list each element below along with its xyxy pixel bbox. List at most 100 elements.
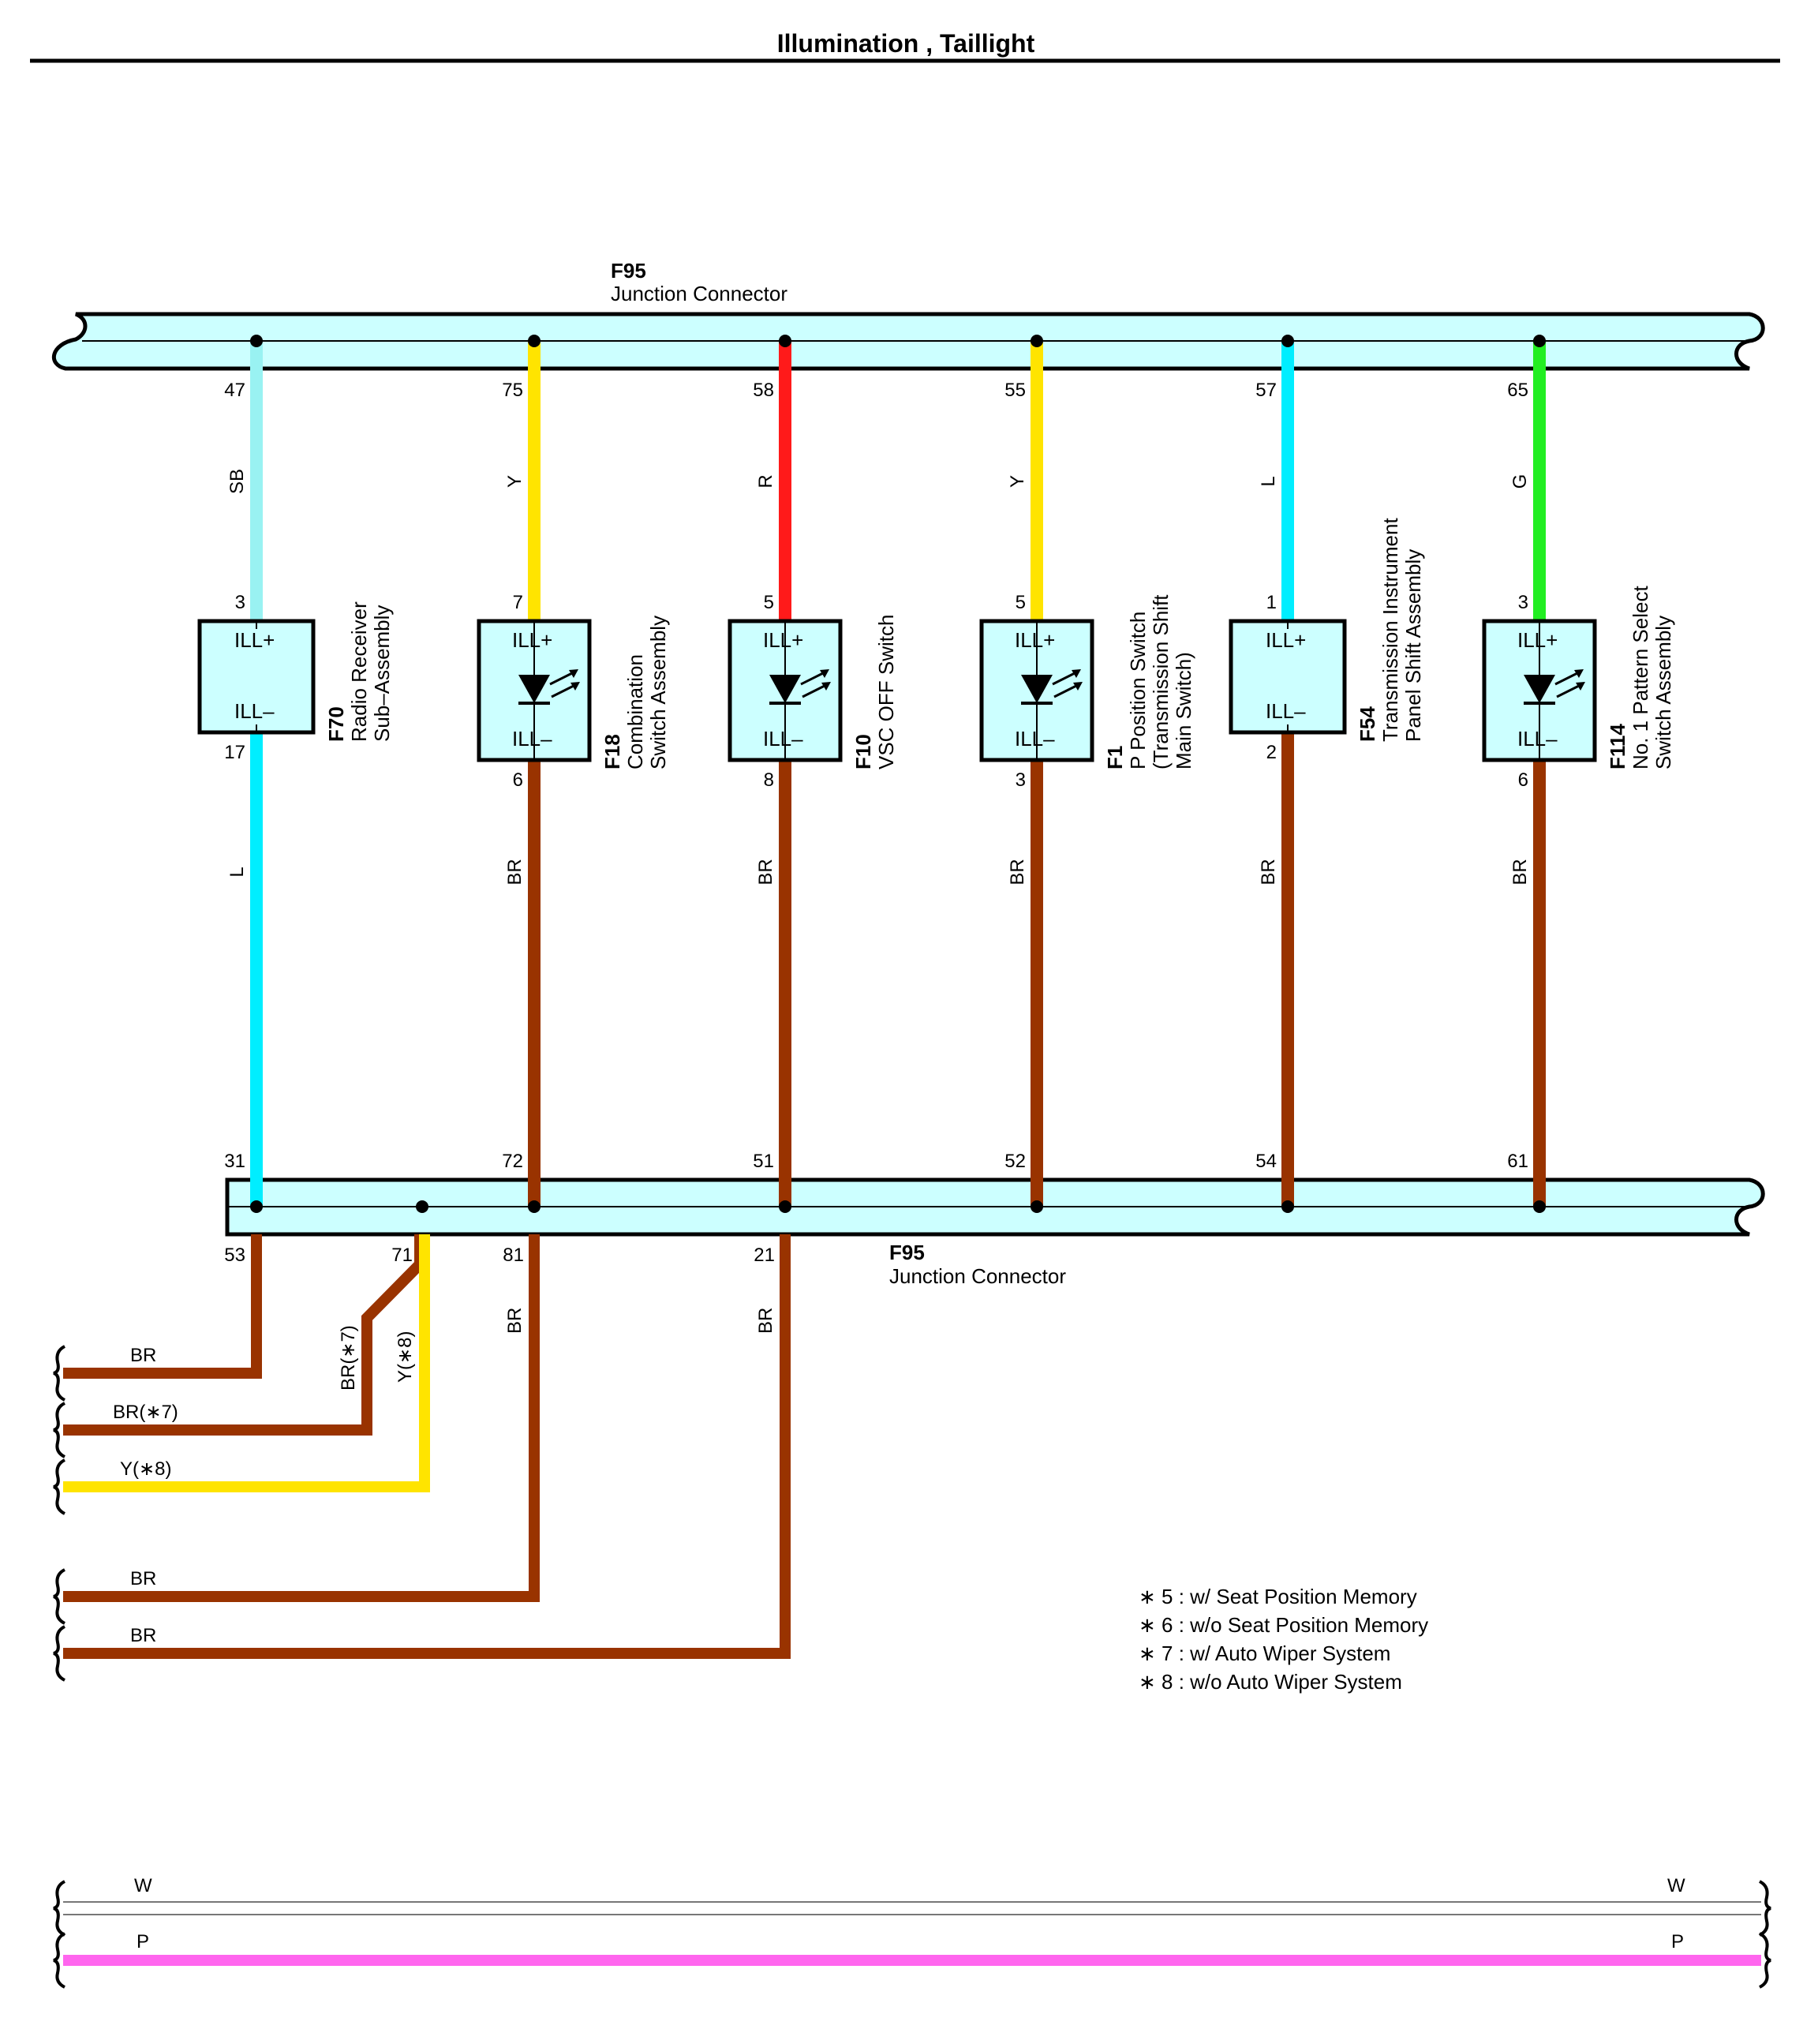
pin-in-f114: 3 (1518, 592, 1528, 613)
wire-71-y8 (63, 1234, 430, 1492)
pin-out-f18: 6 (513, 769, 523, 791)
led-ray2-f114 (1556, 683, 1583, 698)
wire-label-f1-bottom: BR (1007, 859, 1028, 885)
wire-label-f114-top: G (1509, 474, 1531, 489)
component-name-f114-2: Switch Assembly (1652, 616, 1675, 769)
pass-through-wires: W W P P (53, 1875, 1771, 1989)
ill-plus-f1: ILL+ (1015, 628, 1055, 652)
pin-81: 81 (503, 1245, 524, 1266)
note-3: ∗ 7 : w/ Auto Wiper System (1139, 1642, 1390, 1665)
led-ray1-f18 (549, 670, 576, 686)
component-name-f1-1: P Position Switch (1126, 612, 1150, 769)
brace-w-right (1759, 1880, 1771, 1937)
component-name-f70-1: Radio Receiver (347, 601, 371, 742)
pin-top-f1: 55 (1004, 380, 1026, 401)
pin-53: 53 (224, 1245, 245, 1266)
brace-left-3 (53, 1458, 65, 1515)
wire-label-f10-top: R (755, 474, 776, 488)
brace-w-left (53, 1880, 65, 1937)
wire-label-81: BR (504, 1308, 526, 1334)
junction-dot-bottom-f1 (1031, 1200, 1043, 1213)
top-connector-name: Junction Connector (611, 282, 787, 305)
pin-21: 21 (754, 1245, 775, 1266)
wire-label-f70-top: SB (226, 469, 248, 494)
led-ray2-f1 (1053, 683, 1080, 698)
component-box-f70 (197, 619, 316, 735)
ill-minus-f70: ILL– (234, 699, 275, 723)
junction-dot-71 (416, 1200, 428, 1213)
junction-dot-81 (528, 1200, 541, 1213)
brace-p-right (1759, 1932, 1771, 1989)
note-1: ∗ 5 : w/ Seat Position Memory (1139, 1585, 1417, 1608)
ill-minus-f114: ILL– (1517, 727, 1558, 751)
junction-dot-top-f54 (1281, 335, 1294, 347)
pin-bottom-f18: 72 (502, 1151, 523, 1172)
wire-label-f1-top: Y (1007, 475, 1028, 488)
component-code-f18: F18 (600, 734, 624, 769)
junction-dot-top-f1 (1031, 335, 1043, 347)
led-arrow1-f18 (569, 669, 578, 678)
pin-out-f54: 2 (1266, 742, 1277, 763)
left-label-4: BR (130, 1568, 156, 1589)
junction-dot-bottom-f114 (1533, 1200, 1546, 1213)
ill-plus-f18: ILL+ (512, 628, 552, 652)
junction-dot-53 (250, 1200, 263, 1213)
wire-p-right-label: P (1671, 1931, 1684, 1952)
component-code-f10: F10 (851, 734, 875, 769)
pin-bottom-f70: 31 (224, 1151, 245, 1172)
led-ray1-f1 (1052, 670, 1079, 686)
pin-bottom-f1: 52 (1004, 1151, 1026, 1172)
brace-left-1 (53, 1345, 65, 1402)
pin-in-f10: 5 (764, 592, 774, 613)
brace-p-left (53, 1932, 65, 1989)
component-name-f54-1: Transmission Instrument (1378, 518, 1402, 742)
led-arrow1-f1 (1072, 669, 1081, 678)
junction-dot-bottom-f54 (1281, 1200, 1294, 1213)
wire-label-f18-top: Y (504, 475, 526, 488)
wire-label-f10-bottom: BR (755, 859, 776, 885)
junction-dot-top-f10 (779, 335, 791, 347)
led-arrow1-f10 (820, 669, 829, 678)
ill-minus-f10: ILL– (763, 727, 803, 751)
pin-top-f18: 75 (502, 380, 523, 401)
note-2: ∗ 6 : w/o Seat Position Memory (1139, 1613, 1428, 1637)
component-code-f54: F54 (1356, 706, 1379, 742)
notes: ∗ 5 : w/ Seat Position Memory ∗ 6 : w/o … (1139, 1585, 1428, 1694)
component-name-f1-2: (Transmission Shift (1149, 594, 1173, 769)
wire-label-f18-bottom: BR (504, 859, 526, 885)
pin-out-f70: 17 (224, 742, 245, 763)
pin-bottom-f114: 61 (1507, 1151, 1528, 1172)
ill-plus-f10: ILL+ (763, 628, 803, 652)
pin-out-f114: 6 (1518, 769, 1528, 791)
ill-plus-f54: ILL+ (1266, 628, 1306, 652)
ill-plus-f70: ILL+ (234, 628, 275, 652)
component-box-f54 (1229, 619, 1347, 735)
wire-label-y8: Y(∗8) (395, 1331, 416, 1383)
ill-minus-f18: ILL– (512, 727, 552, 751)
wire-label-f70-bottom: L (226, 867, 248, 877)
bottom-connector-code: F95 (889, 1241, 925, 1264)
pin-bottom-f54: 54 (1255, 1151, 1277, 1172)
wire-label-br7: BR(∗7) (338, 1325, 359, 1391)
component-name-f18-2: Switch Assembly (646, 616, 670, 769)
component-code-f114: F114 (1606, 724, 1629, 769)
wire-53-br (63, 1234, 262, 1379)
junction-dot-top-f70 (250, 335, 263, 347)
pin-in-f1: 5 (1016, 592, 1026, 613)
pin-top-f114: 65 (1507, 380, 1528, 401)
led-arrow1-f114 (1574, 669, 1584, 678)
pin-bottom-f10: 51 (753, 1151, 774, 1172)
led-icon-f10 (769, 675, 801, 703)
wire-w-right-label: W (1667, 1875, 1685, 1896)
wire-w-left-label: W (134, 1875, 152, 1896)
junction-dot-21 (779, 1200, 791, 1213)
bottom-outputs: 53 71 81 21 BR(∗7) Y(∗8) BR BR BR BR(∗7)… (53, 1200, 791, 1682)
junction-dot-top-f18 (528, 335, 541, 347)
ill-minus-f54: ILL– (1266, 699, 1306, 723)
component-name-f70-2: Sub–Assembly (370, 605, 394, 742)
page-title: Illumination , Taillight (777, 29, 1035, 58)
left-label-2: BR(∗7) (113, 1402, 178, 1423)
led-ray2-f18 (551, 683, 578, 698)
component-name-f10-1: VSC OFF Switch (874, 615, 898, 769)
